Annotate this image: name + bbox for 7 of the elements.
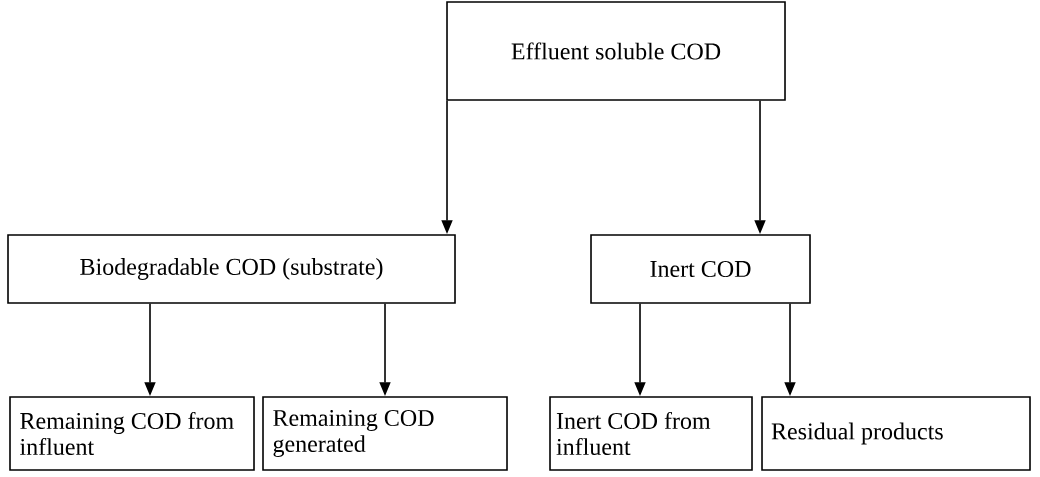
process-box: Inert COD [590, 234, 811, 304]
process-box: Effluent soluble COD [446, 1, 786, 101]
process-box: Remaining COD from influent [9, 396, 255, 471]
process-box: Inert COD from influent [549, 396, 753, 471]
process-box: Biodegradable COD (substrate) [7, 234, 456, 304]
process-box: Residual products [761, 396, 1031, 471]
process-box: Remaining COD generated [262, 396, 508, 471]
